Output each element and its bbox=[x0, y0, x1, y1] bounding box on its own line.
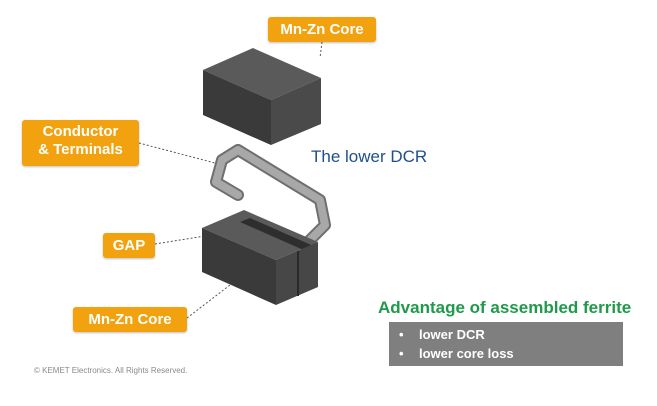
label-conductor-terminals: Conductor & Terminals bbox=[22, 120, 139, 166]
label-bottom-core: Mn-Zn Core bbox=[73, 307, 187, 332]
leader-line-conductor bbox=[138, 142, 216, 164]
leader-line-gap bbox=[154, 231, 231, 245]
advantage-item: • lower DCR bbox=[399, 327, 485, 342]
advantage-item-text: lower DCR bbox=[419, 327, 485, 342]
label-conductor-line1: Conductor bbox=[42, 123, 119, 140]
advantage-item-text: lower core loss bbox=[419, 346, 514, 361]
leader-line-top-core bbox=[319, 41, 323, 59]
label-conductor-line2: & Terminals bbox=[38, 141, 123, 158]
top-core-block bbox=[203, 48, 321, 145]
bullet-icon: • bbox=[399, 327, 404, 342]
copyright-text: © KEMET Electronics. All Rights Reserved… bbox=[34, 366, 188, 375]
label-gap: GAP bbox=[103, 233, 155, 258]
bottom-core-block bbox=[202, 210, 318, 305]
advantage-list: • lower DCR • lower core loss bbox=[389, 322, 623, 366]
advantage-item: • lower core loss bbox=[399, 346, 514, 361]
leader-line-bottom-core bbox=[186, 284, 231, 319]
bullet-icon: • bbox=[399, 346, 404, 361]
label-top-core: Mn-Zn Core bbox=[268, 17, 376, 42]
conductor-strip bbox=[210, 144, 331, 246]
lower-dcr-caption: The lower DCR bbox=[311, 147, 428, 166]
advantage-title: Advantage of assembled ferrite bbox=[378, 298, 632, 317]
